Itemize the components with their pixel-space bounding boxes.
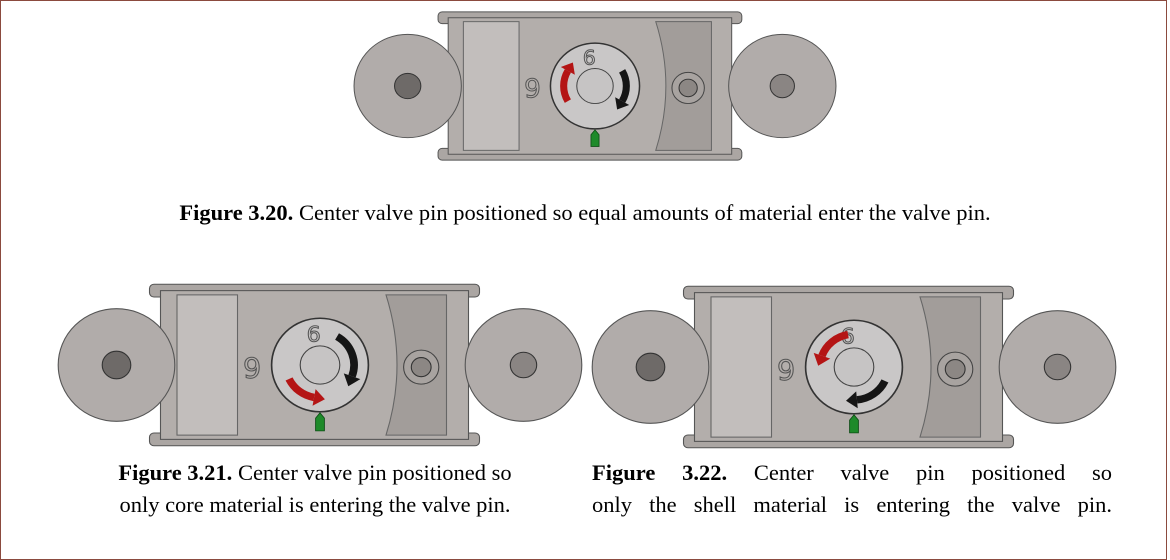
red-flow-arrow	[285, 377, 315, 402]
right-wheel-hole	[509, 351, 538, 379]
red-flow-arrow	[560, 69, 572, 103]
figure-label: Figure 3.22.	[592, 460, 728, 485]
figure-3-22-caption: Figure 3.22. Center valve pin positioned…	[592, 457, 1112, 521]
figure-3-20-caption: Figure 3.20. Center valve pin positioned…	[0, 197, 1170, 229]
engraved-number-icon: 9	[243, 352, 261, 384]
figure-3-22-image: 9 6	[590, 282, 1118, 452]
red-arrowhead-icon	[560, 62, 575, 75]
black-flow-arrow	[856, 379, 889, 404]
engraved-six-icon: 6	[583, 47, 596, 70]
valve-drawing: 9 6	[353, 11, 837, 161]
black-flow-arrow	[618, 69, 630, 103]
caption-text: Center valve pin positioned so	[727, 460, 1113, 485]
engraved-six-icon: 6	[307, 323, 321, 348]
left-wheel-hole	[394, 72, 422, 100]
engraved-number-icon: 9	[524, 75, 541, 104]
valve-drawing: 9 6	[57, 283, 583, 447]
left-wheel-hole	[635, 352, 666, 382]
right-wheel-hole	[769, 73, 795, 99]
green-inlet-marker	[315, 412, 325, 432]
figure-3-20-image: 9 6	[352, 8, 838, 164]
caption-text: Center valve pin positioned so	[232, 460, 512, 485]
black-flow-arrow	[334, 333, 358, 378]
figure-3-21-image: 9 6	[56, 280, 584, 450]
right-port-hole	[678, 78, 698, 98]
red-arrowhead-icon	[813, 352, 831, 366]
valve-pin-center	[833, 347, 875, 387]
green-inlet-marker	[849, 414, 859, 434]
black-arrowhead-icon	[846, 391, 858, 409]
red-arrowhead-icon	[312, 389, 325, 406]
valve-pin-center	[576, 67, 614, 105]
figure-3-21-caption: Figure 3.21. Center valve pin positioned…	[70, 457, 560, 521]
right-port-hole	[410, 357, 432, 378]
figure-label: Figure 3.20.	[179, 200, 294, 225]
green-inlet-marker	[590, 129, 600, 147]
black-arrowhead-icon	[615, 97, 630, 110]
left-channel	[462, 21, 520, 151]
caption-text: Center valve pin positioned so equal amo…	[293, 200, 991, 225]
engraved-number-icon: 9	[777, 354, 795, 386]
caption-text: only the shell material is entering the …	[592, 492, 1112, 517]
left-wheel-hole	[101, 350, 132, 380]
left-channel	[176, 294, 239, 436]
red-flow-arrow	[818, 330, 849, 358]
figure-label: Figure 3.21.	[118, 460, 233, 485]
valve-drawing: 9 6	[591, 285, 1117, 449]
right-port-hole	[944, 359, 966, 380]
valve-pin-center	[299, 345, 341, 385]
black-arrowhead-icon	[343, 373, 361, 387]
left-channel	[710, 296, 773, 438]
right-wheel-hole	[1043, 353, 1072, 381]
caption-text: only core material is entering the valve…	[119, 492, 511, 517]
